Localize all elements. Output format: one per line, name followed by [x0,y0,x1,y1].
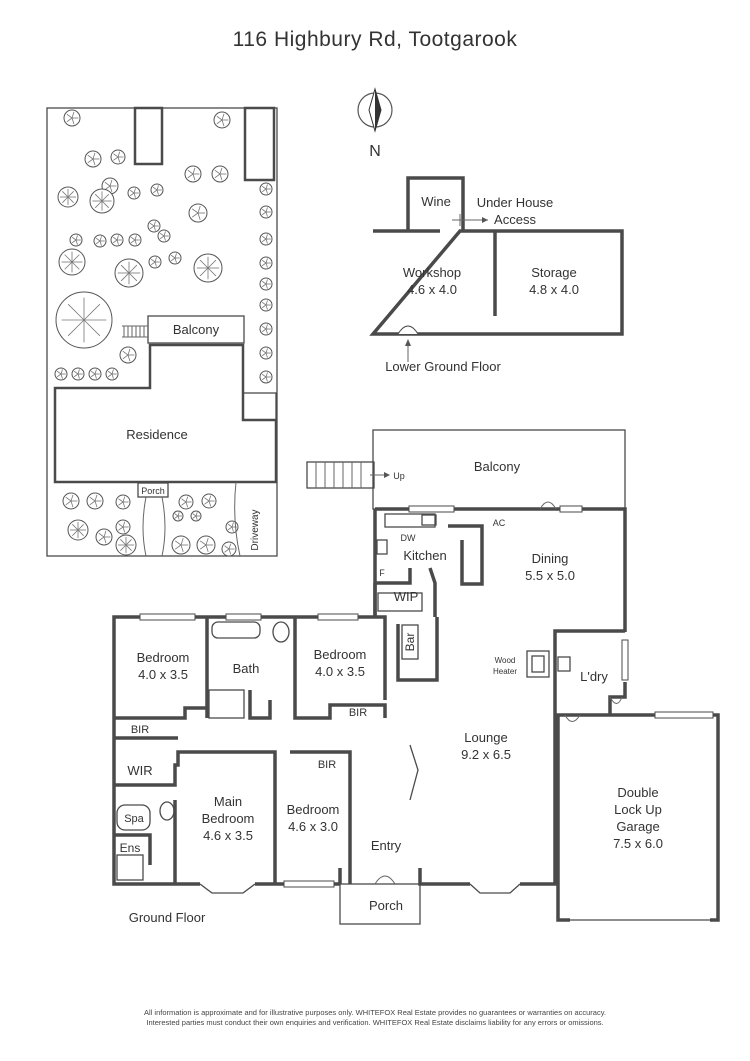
access-label-2: Access [494,212,536,227]
disclaimer-line-2: Interested parties must conduct their ow… [146,1018,604,1027]
residence-label: Residence [126,427,187,442]
bir-mid-label: BIR [349,707,367,719]
porch-outline [339,883,421,925]
wood-heater [526,650,550,678]
bedroom-left-dims: 4.0 x 3.5 [138,667,188,682]
bedroom-small-label: Bedroom [287,802,340,817]
wine-walls [406,176,465,232]
main-bedroom-label-1: Main [214,794,242,809]
workshop-label: Workshop [403,265,461,280]
site-trees [54,109,273,557]
interior-walls [114,524,484,884]
bedroom-mid-label: Bedroom [314,647,367,662]
site-balcony-label: Balcony [173,322,220,337]
lounge-dims: 9.2 x 6.5 [461,747,511,762]
wood-heater-label-1: Wood [495,656,516,665]
kitchen-bench [384,513,436,528]
main-bedroom-dims: 4.6 x 3.5 [203,828,253,843]
lower-ground-walls [369,229,624,336]
disclaimer: All information is approximate and for i… [0,1008,750,1028]
ground-floor-label: Ground Floor [129,910,206,925]
bathtub [211,621,261,639]
spa-label: Spa [124,813,144,825]
garage-label-1: Double [617,785,658,800]
dining-label: Dining [532,551,569,566]
lounge-label: Lounge [464,730,507,745]
spa-bath [116,804,151,831]
bedroom-left-label: Bedroom [137,650,190,665]
wine-label: Wine [421,194,451,209]
wir-label: WIR [127,763,152,778]
wip-label: WIP [394,589,419,604]
bir-small-label: BIR [318,759,336,771]
disclaimer-line-1: All information is approximate and for i… [143,1008,606,1017]
site-balcony-outline [147,315,245,344]
fridge-label: F [379,568,385,578]
lower-ground-floor-label: Lower Ground Floor [385,359,501,374]
north-arrow-icon: N [357,87,393,160]
ensuite-shower [116,854,144,881]
ensuite-toilet [159,801,175,821]
garage-outline [242,392,277,421]
access-label-1: Under House [477,195,554,210]
bedroom-small-dims: 4.6 x 3.0 [288,819,338,834]
compass-label: N [369,143,381,160]
site-shed-2 [243,106,276,182]
bedroom-mid-dims: 4.0 x 3.5 [315,664,365,679]
lower-ground-floor: Wine Under House Access Workshop 4.6 x 4… [369,176,624,374]
porch-label: Porch [369,898,403,913]
lg-door-arc [397,325,419,335]
entry-label: Entry [371,838,402,853]
wip-outline [377,592,423,612]
bath-label: Bath [233,661,260,676]
shower [208,689,245,719]
dw-label: DW [401,533,416,543]
driveway-label: Driveway [250,509,261,550]
dining-dims: 5.5 x 5.0 [525,568,575,583]
ac-label: AC [493,518,506,528]
stairs-up [306,461,390,489]
garage-dims: 7.5 x 6.0 [613,836,663,851]
laundry-label: L'dry [580,669,608,684]
site-porch-label: Porch [141,486,165,496]
laundry-tub [557,656,571,672]
bar-counter [401,624,419,660]
main-bedroom-label-2: Bedroom [202,811,255,826]
workshop-dims: 4.6 x 4.0 [407,282,457,297]
storage-dims: 4.8 x 4.0 [529,282,579,297]
garage-label-3: Garage [616,819,659,834]
kitchen-label: Kitchen [403,548,446,563]
site-stairs [122,325,148,338]
site-porch-outline [137,482,169,498]
garage-label-2: Lock Up [614,802,662,817]
page-title: 116 Highbury Rd, Tootgarook [232,28,518,51]
site-plan: Balcony Residence Porch Driveway [46,106,278,557]
kitchen-sink [421,514,437,526]
cooktop [376,539,388,555]
wood-heater-label-2: Heater [493,667,517,676]
up-label: Up [393,471,405,481]
storage-label: Storage [531,265,577,280]
ensuite-label: Ens [120,841,141,855]
site-shed-1 [133,106,164,166]
bar-label: Bar [403,633,417,652]
balcony-label: Balcony [474,459,521,474]
toilet [272,621,290,643]
garage-walls [556,713,720,922]
ground-floor: Balcony Up DW AC F Kitchen WIP Dining 5.… [112,429,720,925]
bir-left-label: BIR [131,724,149,736]
